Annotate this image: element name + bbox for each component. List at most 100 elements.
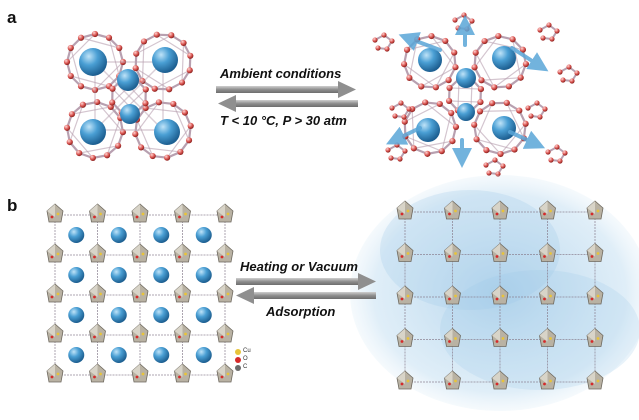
polyhedron-facet [492,286,500,299]
oxygen-node [574,70,580,76]
oxygen-node [164,154,171,161]
oxygen-node [406,106,412,112]
cu-atom [226,332,230,336]
guest-molecule [68,267,85,283]
oxygen-node [525,105,531,111]
mof-node [216,323,234,343]
polyhedron-facet [89,204,98,217]
mof-node [539,200,556,220]
guest-molecule [68,307,85,323]
oxygen-node [449,138,456,145]
guest-molecule [117,69,139,91]
o-atom [448,255,451,258]
o-atom [93,215,96,219]
o-atom [220,375,224,379]
reverse-condition-a: T < 10 °C, P > 30 atm [220,113,347,128]
oxygen-node [397,156,403,162]
o-atom [50,215,54,219]
mof-node [444,242,461,262]
cu-atom [56,372,60,376]
oxygen-node [155,99,162,106]
cage-edge [156,34,191,57]
polyhedron-facet [174,284,183,297]
oxygen-node [132,131,139,138]
guest-molecule [457,103,475,121]
oxygen-node [89,154,96,162]
cu-atom [501,294,505,298]
mof-node [216,203,234,223]
polyhedron-facet [587,243,595,257]
oxygen-node [476,108,484,115]
cage-edge [441,112,452,152]
mof-node [216,283,234,303]
cage-edge [476,102,493,140]
polyhedron-facet [444,286,453,299]
cu-atom [141,212,145,216]
cu-atom [596,294,600,298]
oxygen-node [67,72,74,80]
polyhedron-facet [492,201,500,214]
cu-atom [226,252,230,256]
guest-molecule [492,116,516,140]
oxygen-node [79,101,86,108]
guest-molecule [153,307,170,323]
oxygen-node [139,77,146,85]
mof-node [539,370,556,390]
legend-dot-c [235,365,241,371]
oxygen-node [418,83,425,90]
oxygen-node [66,139,73,146]
oxygen-node [67,44,74,52]
o-atom [50,255,54,259]
oxygen-node [477,98,484,106]
mof-node [46,363,64,383]
cu-atom [56,252,60,256]
motion-arrow [508,130,546,149]
oxygen-node [400,61,408,68]
cu-atom [549,294,552,298]
oxygen-node [389,38,395,44]
mof-node [131,363,149,383]
oxygen-node [142,86,149,93]
mof-node [396,242,414,262]
cu-atom [596,379,600,383]
cu-atom [501,379,505,383]
oxygen-node [63,124,71,131]
o-atom [93,255,96,259]
polyhedron-facet [587,286,595,299]
polyhedron-facet [217,284,225,297]
mof-node [89,203,106,223]
polyhedron-facet [174,204,183,217]
mof-node [491,200,509,220]
cage-edge [166,125,192,159]
polyhedron-facet [539,243,548,257]
cu-atom [596,337,600,340]
oxygen-node [436,100,443,108]
cage-edge [70,47,82,87]
oxygen-node [516,107,523,114]
polyhedron-facet [174,244,183,257]
oxygen-node [389,105,395,111]
guest-molecule [110,347,127,363]
oxygen-node [446,84,453,92]
polyhedron-facet [132,364,140,377]
mof-node [396,285,414,305]
mof-framework-loaded [46,203,234,383]
guest-molecule [195,227,212,243]
oxygen-node [105,34,113,41]
o-atom [495,255,499,258]
oxygen-node [549,36,555,42]
o-atom [135,295,139,299]
polyhedron-facet [132,244,140,257]
cage [63,98,127,162]
guest-molecule [153,347,170,363]
mof-node [444,327,461,347]
cage [471,32,530,91]
mof-framework-released [350,175,639,411]
guest-molecule [68,347,85,363]
cage-edge [403,63,437,88]
cage-edge [476,138,515,151]
panel-b-reversible-arrows [236,273,376,304]
oxygen-node [519,46,527,53]
oxygen-node [483,147,490,154]
oxygen-node [149,152,156,160]
